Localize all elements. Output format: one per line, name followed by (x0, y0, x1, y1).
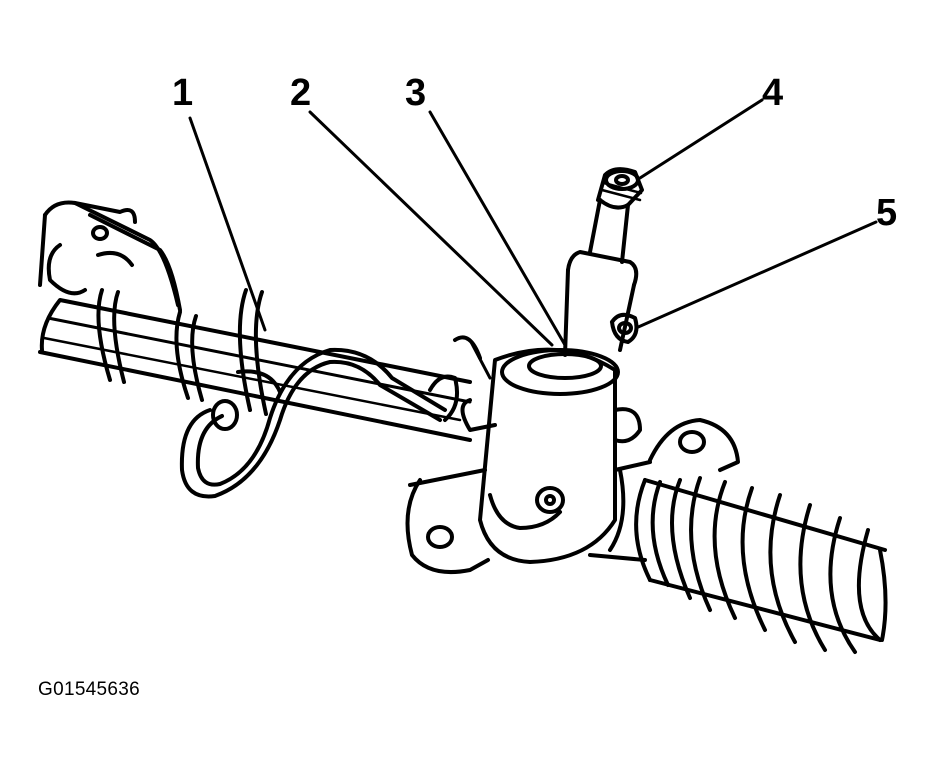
mounting-bracket-lower (405, 468, 490, 575)
bellows-boot (634, 476, 888, 654)
input-shaft (563, 167, 644, 357)
callout-4: 4 (762, 72, 784, 114)
leader-line-5 (634, 220, 878, 330)
leader-line-4 (638, 98, 764, 180)
left-end-bracket (38, 200, 182, 312)
callout-2: 2 (290, 72, 312, 114)
leader-lines (188, 98, 878, 347)
hydraulic-lines (179, 347, 459, 499)
mounting-tab-right (648, 418, 740, 472)
figure-id: G01545636 (38, 679, 141, 700)
callout-5: 5 (876, 192, 898, 234)
rack-housing-right (588, 460, 652, 562)
leader-line-1 (188, 116, 267, 332)
callout-1: 1 (172, 72, 194, 114)
callout-3: 3 (405, 72, 427, 114)
leader-line-3 (428, 110, 567, 347)
leader-line-2 (308, 110, 554, 347)
pressure-fitting (610, 312, 639, 344)
housing-clamps (96, 288, 268, 416)
valve-housing (453, 335, 642, 564)
